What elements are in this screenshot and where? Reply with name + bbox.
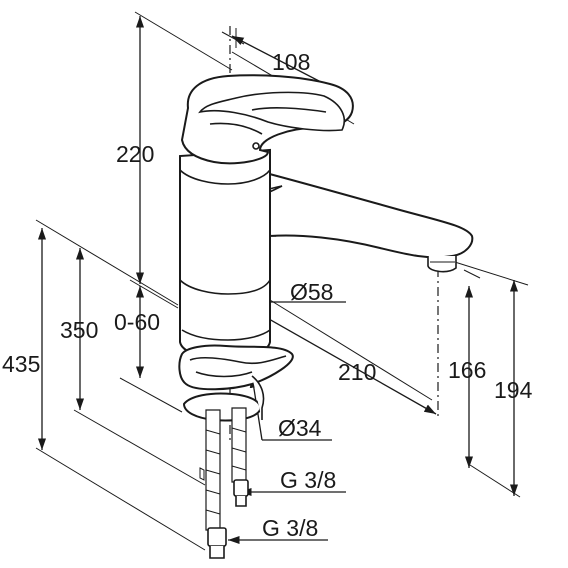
- dimension-0-60: 0-60: [114, 309, 160, 335]
- dimension-220: 220: [116, 141, 154, 167]
- dimension-diameter-34: Ø34: [278, 415, 322, 441]
- dimension-435: 435: [2, 351, 40, 377]
- dimension-diameter-58: Ø58: [290, 279, 333, 305]
- dimension-194: 194: [494, 377, 533, 403]
- dimension-210: 210: [338, 359, 376, 385]
- thread-label-upper: G 3/8: [280, 467, 336, 493]
- thread-label-lower: G 3/8: [262, 515, 318, 541]
- dimension-108: 108: [272, 49, 310, 75]
- dimension-labels: 108 220 0-60 350 435 Ø58 210 166 194 Ø34…: [2, 49, 533, 541]
- dimension-350: 350: [60, 317, 98, 343]
- dimension-166: 166: [448, 357, 486, 383]
- faucet-body: [178, 74, 474, 559]
